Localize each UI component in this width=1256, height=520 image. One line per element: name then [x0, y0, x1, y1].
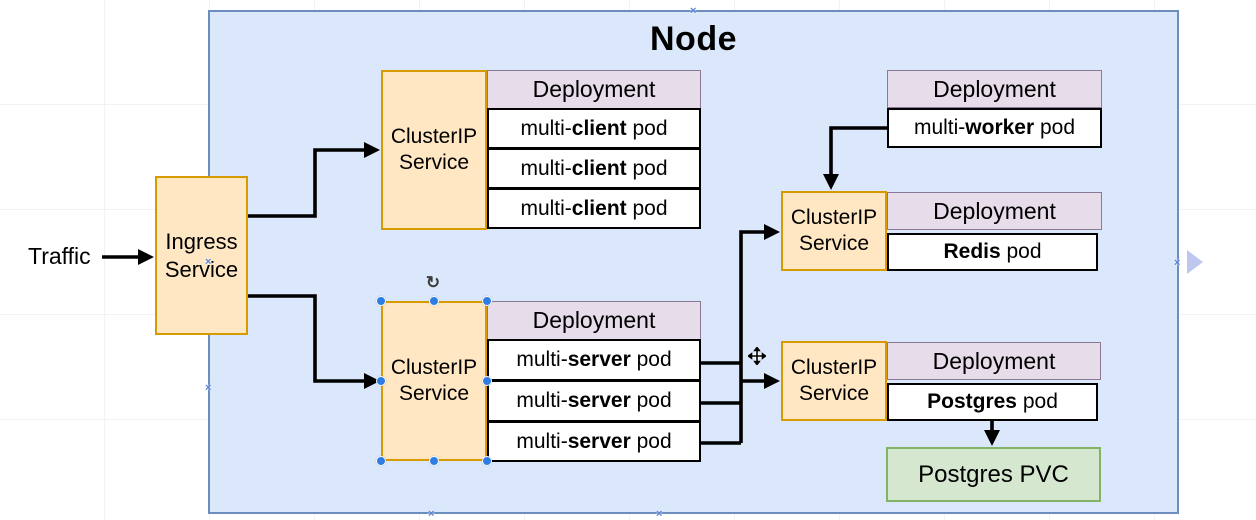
pod-row-worker[interactable]: multi-worker pod — [887, 108, 1102, 148]
selection-handle-se[interactable] — [482, 456, 492, 466]
deployment-header-redis-label: Deployment — [933, 197, 1056, 224]
navigation-arrow-icon[interactable] — [1185, 249, 1205, 275]
pod-label-bold: server — [567, 348, 631, 371]
connection-point-icon: × — [656, 508, 663, 520]
selection-handle-sw[interactable] — [376, 456, 386, 466]
pod-label: multi- — [520, 196, 572, 220]
selection-handle-e[interactable] — [482, 376, 492, 386]
pod-label-bold: client — [571, 196, 627, 220]
connector-server-pods-to-redis-service[interactable] — [701, 224, 780, 445]
pod-label: pod — [626, 196, 668, 220]
connector-ingress-to-server-service[interactable] — [248, 294, 380, 389]
pod-label: multi- — [520, 116, 572, 140]
deployment-header-postgres[interactable]: Deployment — [887, 342, 1101, 380]
deployment-header-redis[interactable]: Deployment — [887, 192, 1102, 230]
traffic-label: Traffic — [28, 243, 91, 269]
connector-postgres-pod-to-pvc[interactable] — [984, 421, 1000, 446]
connection-point-icon: × — [690, 5, 697, 17]
clusterip-service-server[interactable]: ClusterIP Service — [381, 301, 487, 461]
pod-row-server-1[interactable]: multi-server pod — [487, 339, 701, 381]
clusterip-service-redis[interactable]: ClusterIP Service — [781, 191, 887, 271]
connection-point-icon: × — [1174, 257, 1181, 269]
pod-label-bold: client — [571, 116, 627, 140]
selection-handle-w[interactable] — [376, 376, 386, 386]
clusterip-service-postgres[interactable]: ClusterIP Service — [781, 341, 887, 421]
pod-label: multi- — [516, 348, 568, 371]
deployment-header-worker[interactable]: Deployment — [887, 70, 1102, 108]
pod-label: pod — [626, 156, 668, 180]
connector-server-pods-to-postgres-service[interactable] — [741, 373, 780, 389]
pod-label-bold: worker — [965, 116, 1035, 139]
move-cursor-icon — [748, 347, 766, 365]
pod-label-bold: server — [567, 429, 631, 453]
pod-label: pod — [630, 429, 672, 453]
clusterip-service-redis-label: ClusterIP Service — [790, 205, 878, 255]
pod-row-client-2[interactable]: multi-client pod — [487, 148, 701, 189]
pod-label-bold: client — [571, 156, 627, 180]
selection-handle-nw[interactable] — [376, 296, 386, 306]
clusterip-service-server-label: ClusterIP Service — [390, 355, 478, 405]
pod-row-redis[interactable]: Redis pod — [887, 233, 1098, 271]
connector-traffic-to-ingress[interactable] — [102, 249, 154, 265]
postgres-pvc-label: Postgres PVC — [918, 460, 1069, 488]
pod-label: pod — [1017, 390, 1058, 413]
connector-ingress-to-client-service[interactable] — [248, 142, 380, 218]
pod-label: pod — [1034, 116, 1076, 139]
selection-handle-ne[interactable] — [482, 296, 492, 306]
pod-label: multi- — [516, 389, 568, 412]
deployment-header-postgres-label: Deployment — [932, 347, 1056, 374]
deployment-header-client[interactable]: Deployment — [487, 70, 701, 109]
pod-label-bold: Redis — [943, 240, 1001, 263]
node-title: Node — [650, 20, 737, 58]
pod-label: pod — [630, 348, 672, 371]
connection-point-icon: × — [205, 382, 212, 394]
connector-worker-to-redis-service[interactable] — [823, 126, 887, 190]
pod-row-postgres[interactable]: Postgres pod — [887, 383, 1098, 421]
pod-label: pod — [1000, 240, 1042, 263]
pod-label: multi- — [913, 116, 966, 139]
pod-row-client-1[interactable]: multi-client pod — [487, 108, 701, 149]
pod-row-client-3[interactable]: multi-client pod — [487, 188, 701, 229]
clusterip-service-client[interactable]: ClusterIP Service — [381, 70, 487, 230]
ingress-service-label: Ingress Service — [164, 229, 239, 282]
deployment-header-server-label: Deployment — [532, 307, 656, 333]
ingress-service-shape[interactable]: Ingress Service — [155, 176, 248, 335]
clusterip-service-client-label: ClusterIP Service — [390, 124, 478, 174]
pod-label: multi- — [520, 156, 572, 180]
pod-label: multi- — [516, 429, 568, 453]
pod-label: pod — [630, 389, 672, 412]
selection-handle-s[interactable] — [429, 456, 439, 466]
deployment-header-client-label: Deployment — [532, 76, 656, 102]
deployment-header-server[interactable]: Deployment — [487, 301, 701, 340]
pod-label: pod — [626, 116, 668, 140]
connection-point-icon: × — [205, 256, 212, 268]
pod-label-bold: server — [567, 389, 631, 412]
pod-label-bold: Postgres — [927, 390, 1017, 413]
pod-row-server-3[interactable]: multi-server pod — [487, 421, 701, 462]
deployment-header-worker-label: Deployment — [933, 75, 1056, 102]
selection-handle-n[interactable] — [429, 296, 439, 306]
clusterip-service-postgres-label: ClusterIP Service — [790, 355, 878, 405]
pod-row-server-2[interactable]: multi-server pod — [487, 380, 701, 422]
rotate-handle-icon[interactable]: ↻ — [425, 273, 441, 292]
connection-point-icon: × — [428, 508, 435, 520]
postgres-pvc-shape[interactable]: Postgres PVC — [886, 447, 1101, 502]
